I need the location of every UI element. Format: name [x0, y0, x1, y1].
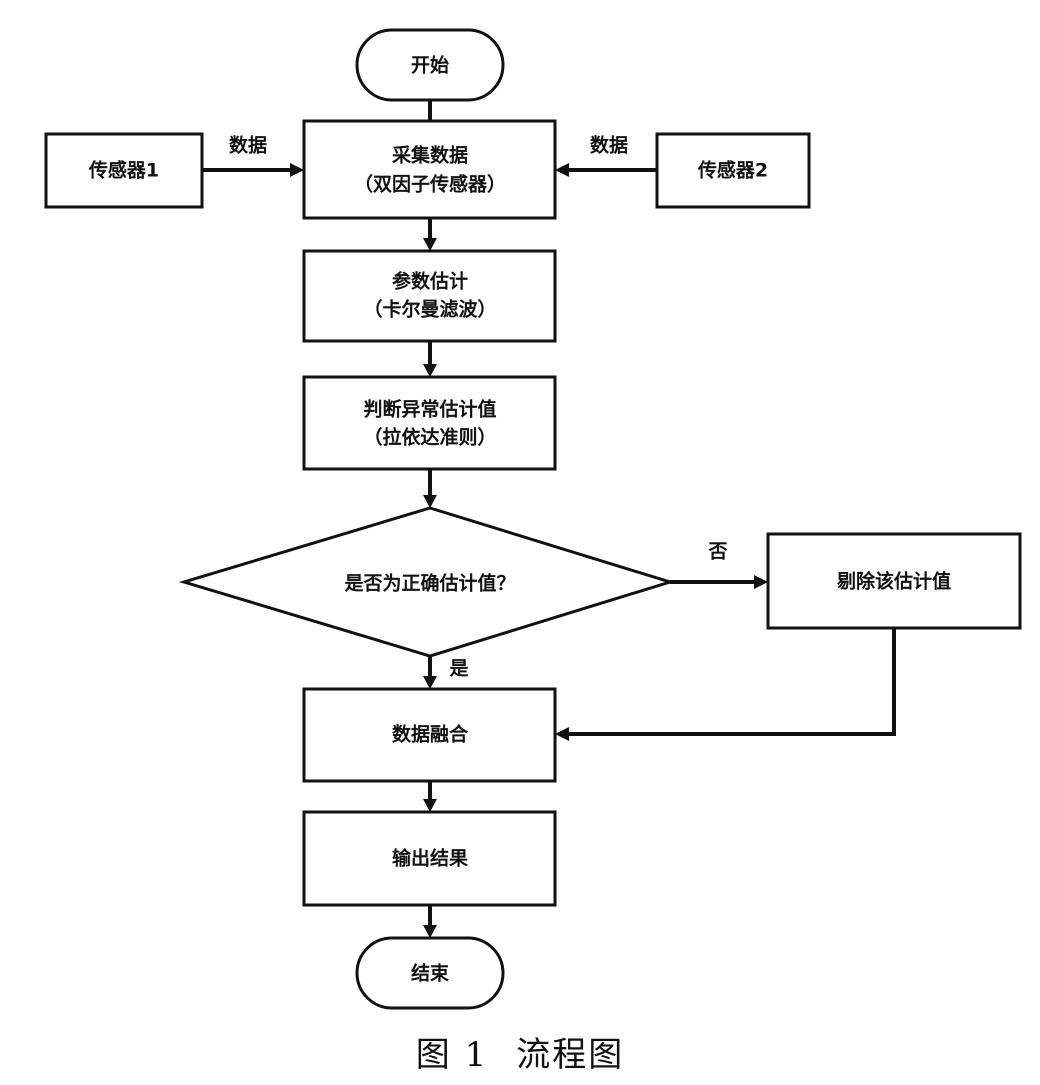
figure-number: 图 1	[415, 1035, 489, 1075]
node-start: 开始	[355, 28, 505, 102]
figure-title: 流程图	[516, 1035, 625, 1075]
figure-caption: 图 1 流程图	[0, 1033, 1040, 1077]
node-sensor2-label: 传感器2	[697, 159, 768, 182]
node-judge-abnormal-line2: （拉依达准则）	[363, 426, 496, 449]
node-collect-data-line1: 采集数据	[392, 144, 468, 167]
arrowhead-estimate-judge	[423, 364, 437, 377]
node-remove-estimate: 剔除该估计值	[766, 532, 1022, 630]
node-end: 结束	[355, 936, 505, 1010]
node-parameter-estimation: 参数估计 （卡尔曼滤波）	[302, 249, 557, 343]
edge-label-sensor1-data: 数据	[229, 134, 267, 157]
node-parameter-estimation-line2: （卡尔曼滤波）	[363, 298, 496, 321]
node-output-result: 输出结果	[302, 810, 557, 907]
node-remove-estimate-label: 剔除该估计值	[836, 570, 951, 593]
node-sensor1-label: 传感器1	[88, 159, 159, 182]
edge-label-no: 否	[707, 541, 727, 563]
flowchart: 数据 数据 否 是 开始 传感器1 采集数据 （双因子传感器） 传感器2 参数估…	[44, 28, 1022, 1010]
node-decision: 是否为正确估计值？	[178, 506, 676, 658]
arrowhead-remove-fusion	[555, 727, 569, 741]
node-data-fusion: 数据融合	[302, 687, 557, 783]
node-sensor1: 传感器1	[44, 132, 204, 209]
node-judge-abnormal: 判断异常估计值 （拉依达准则）	[302, 375, 557, 471]
arrowhead-collect-estimate	[423, 238, 437, 251]
node-sensor2: 传感器2	[655, 132, 811, 209]
arrowhead-decision-remove	[754, 575, 768, 589]
node-parameter-estimation-line1: 参数估计	[392, 270, 468, 293]
node-judge-abnormal-line1: 判断异常估计值	[363, 398, 496, 421]
node-end-label: 结束	[411, 962, 450, 985]
arrowhead-sensor1-collect	[290, 163, 304, 177]
edge-label-sensor2-data: 数据	[590, 134, 628, 157]
node-collect-data: 采集数据 （双因子传感器）	[302, 119, 557, 220]
arrowhead-output-end	[423, 925, 437, 938]
node-collect-data-line2: （双因子传感器）	[354, 173, 506, 196]
arrowhead-sensor2-collect	[555, 163, 569, 177]
arrowhead-decision-fusion	[423, 676, 437, 689]
arrowhead-judge-decision	[423, 495, 437, 508]
edge-label-yes: 是	[449, 658, 468, 680]
node-decision-label: 是否为正确估计值？	[344, 572, 515, 595]
node-start-label: 开始	[411, 54, 449, 77]
node-output-result-label: 输出结果	[392, 847, 468, 870]
arrowhead-fusion-output	[423, 799, 437, 812]
node-data-fusion-label: 数据融合	[392, 723, 469, 746]
edge-remove-fusion	[567, 628, 896, 736]
